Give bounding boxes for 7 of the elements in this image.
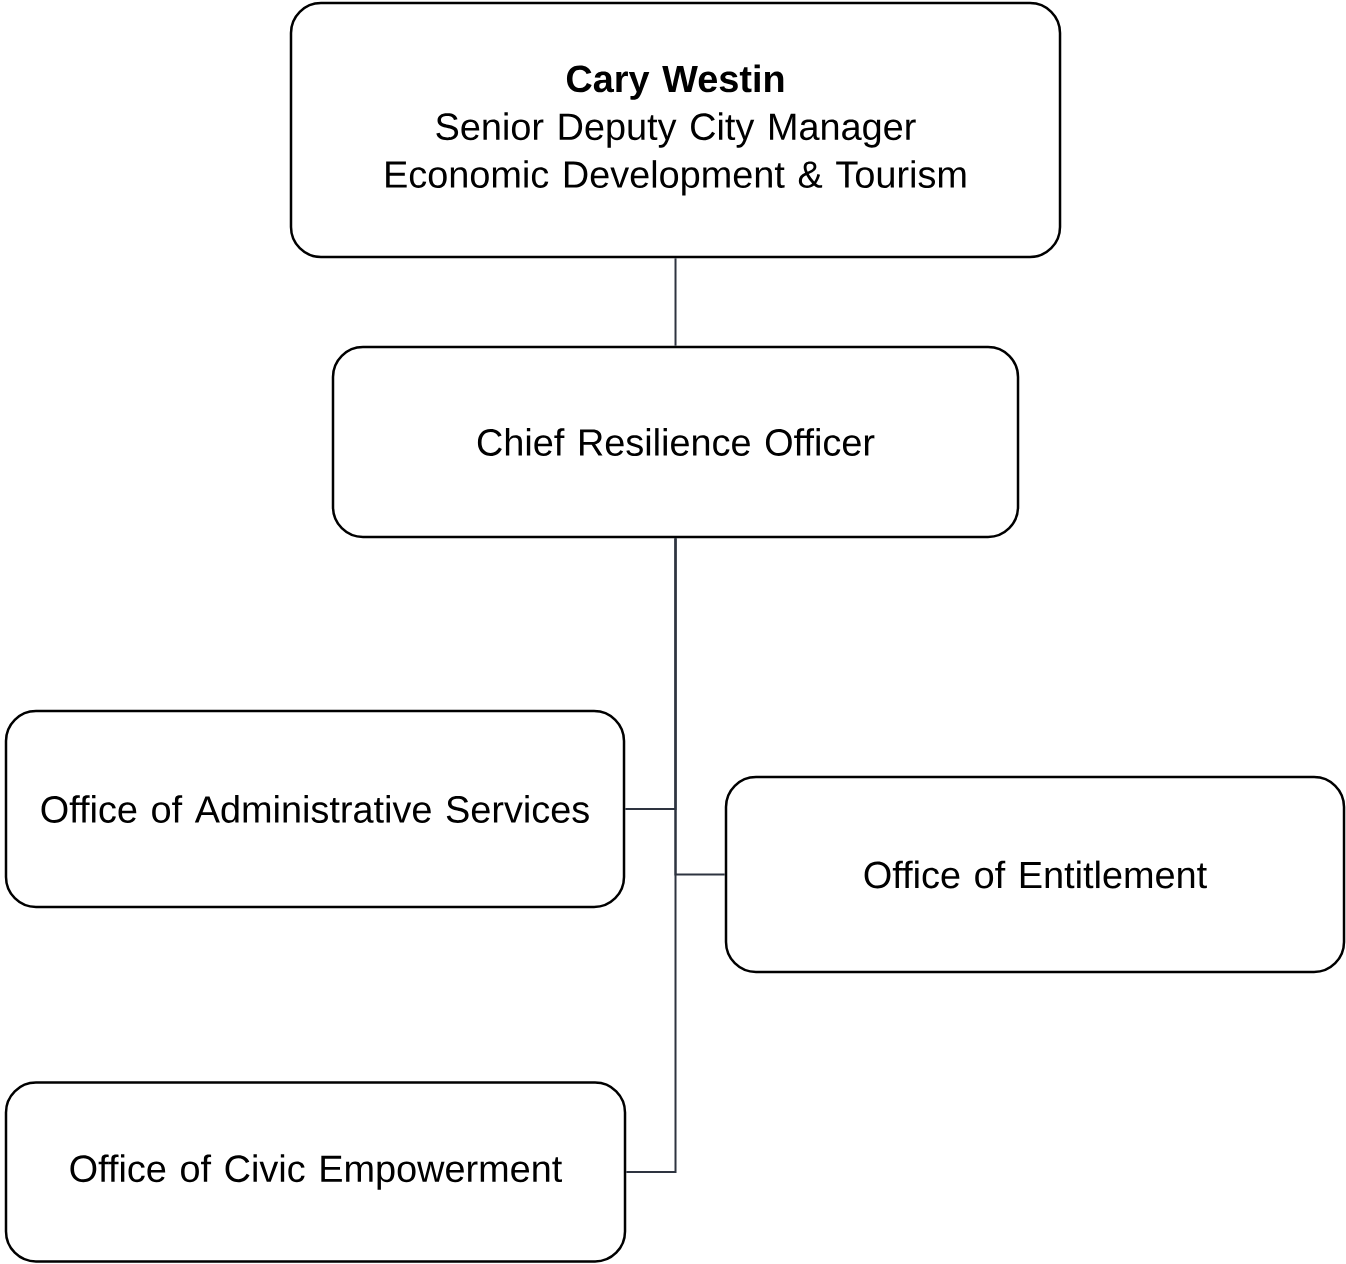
org-box: Cary Westin Senior Deputy City Manager Economic Development & Tourism xyxy=(289,1,1062,259)
org-box: Office of Administrative Services xyxy=(4,709,626,909)
connector-line xyxy=(674,257,677,347)
connector-line xyxy=(625,537,677,1173)
org-box: Chief Resilience Officer xyxy=(331,345,1020,539)
org-box: Office of Civic Empowerment xyxy=(4,1081,627,1263)
org-box: Office of Entitlement xyxy=(724,775,1346,974)
